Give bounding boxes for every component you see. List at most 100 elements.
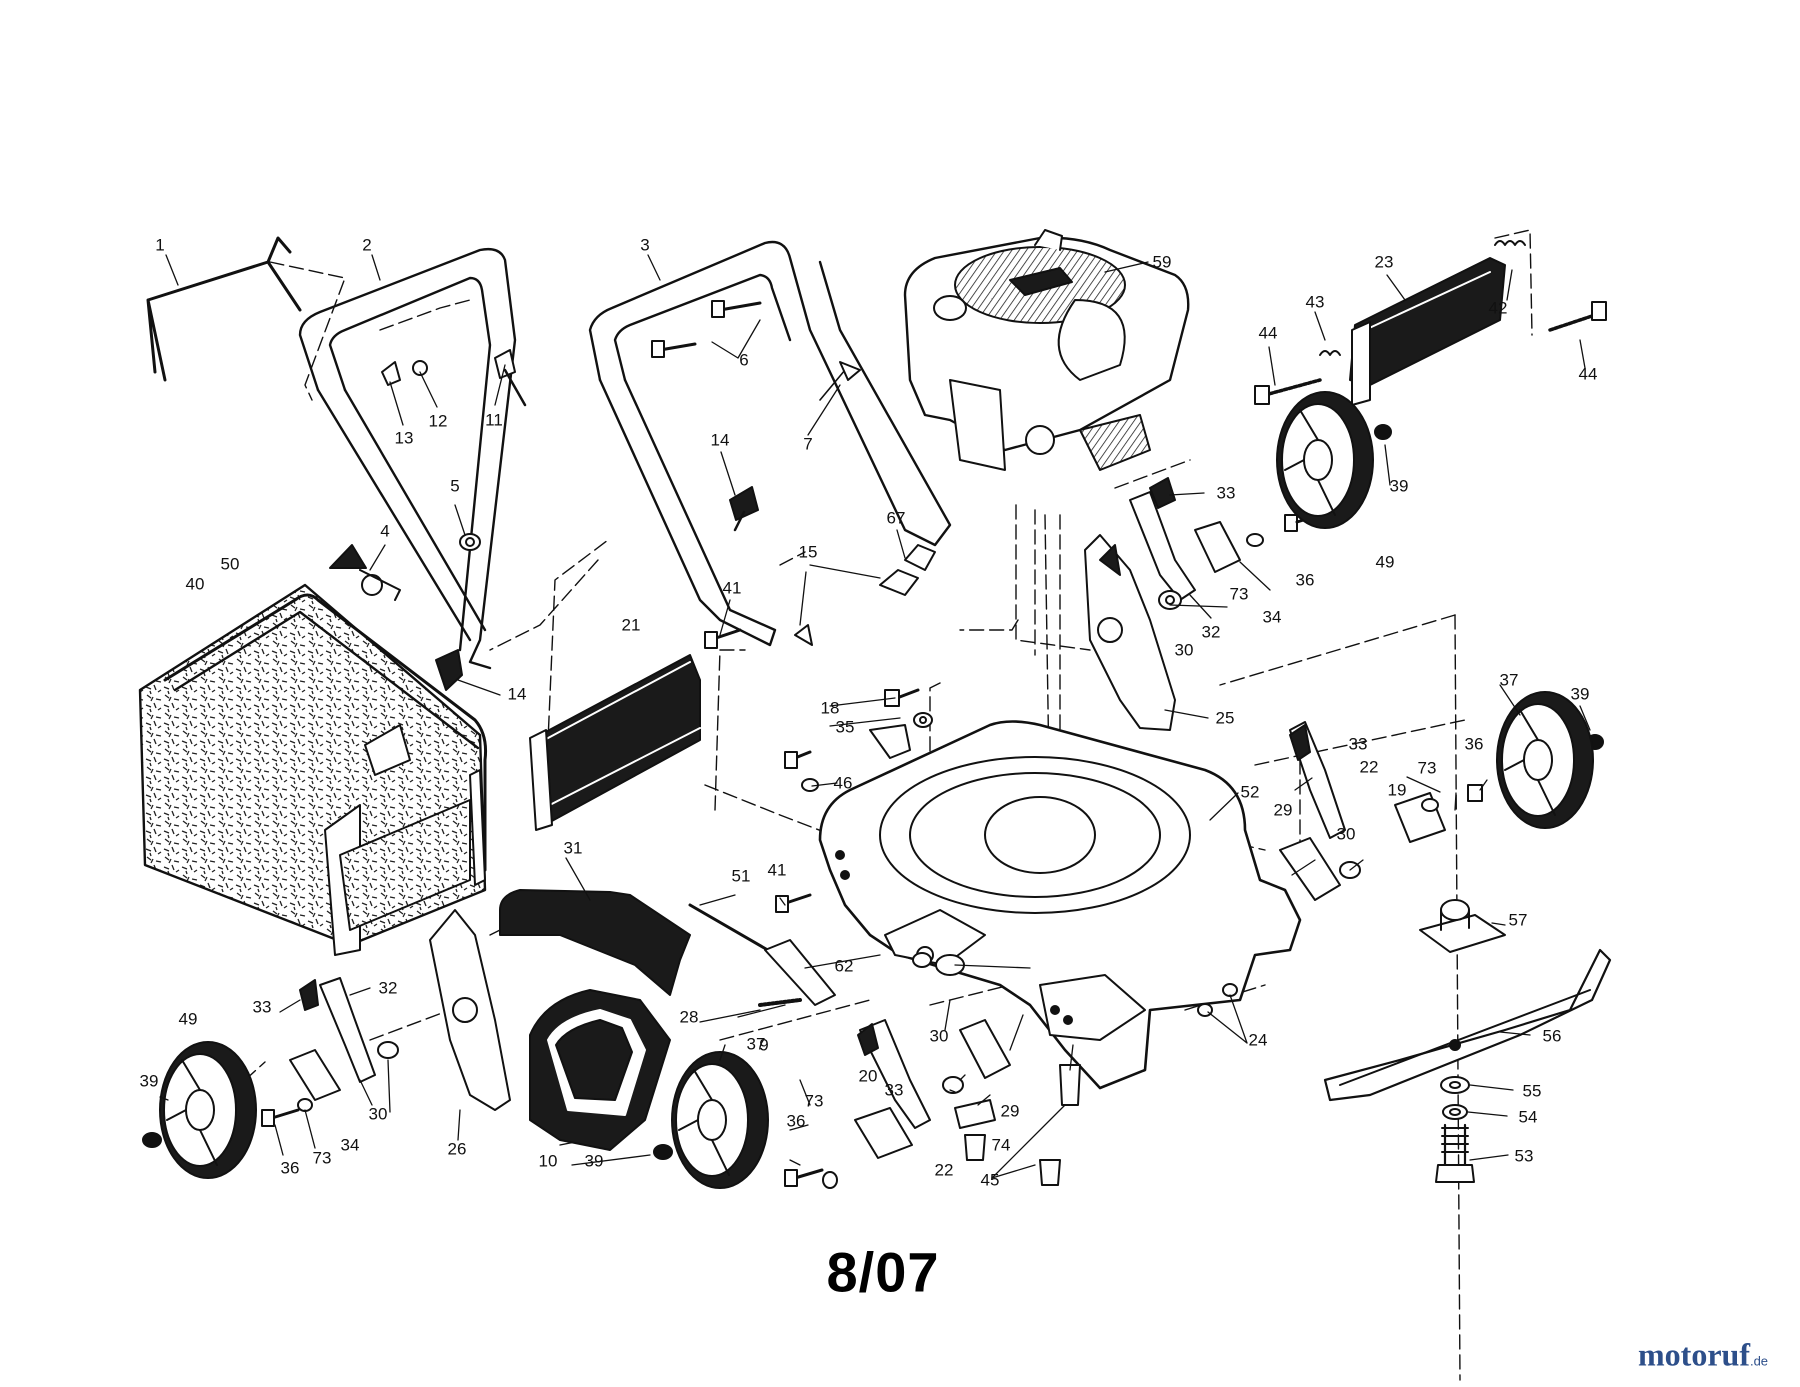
callout-label: 29 [1273,800,1293,820]
callout-label: 50 [220,554,240,574]
callout-label: 36 [280,1158,300,1178]
callout-label: 34 [1262,607,1282,627]
rear-flap [1349,257,1506,406]
leader-lines [159,254,1591,1179]
callout-label: 22 [1359,757,1379,777]
upper-handle-left [298,247,517,670]
callout-label: 41 [722,578,742,598]
callout-label: 33 [1348,734,1368,754]
callout-label: 73 [1229,584,1249,604]
callout-label: 24 [1248,1030,1268,1050]
wheel-rear-left [159,1041,257,1179]
callout-label: 30 [1174,640,1194,660]
callout-label: 36 [1464,734,1484,754]
callout-label: 54 [1518,1107,1538,1127]
callout-label: 62 [834,956,854,976]
callout-label: 43 [1305,292,1325,312]
callout-label: 44 [1578,364,1598,384]
callout-label: 30 [368,1104,388,1124]
callout-label: 73 [312,1148,332,1168]
callout-label: 44 [1258,323,1278,343]
callout-label: 32 [378,978,398,998]
callout-label: 4 [380,521,390,541]
callout-label: 11 [485,410,503,430]
callout-label: 20 [858,1066,878,1086]
callout-label: 6 [739,350,749,370]
wheel-rear-right [1276,391,1374,529]
page-date-code: 8/07 [826,1240,940,1304]
callout-label: 39 [139,1071,159,1091]
discharge-chute [499,889,691,996]
rear-door [529,654,701,831]
callout-label: 23 [1374,252,1394,272]
callout-label: 7 [803,434,813,454]
callout-label: 12 [428,411,448,431]
callout-label: 53 [1514,1146,1534,1166]
callout-label: 39 [584,1151,604,1171]
callout-label: 33 [884,1080,904,1100]
callout-label: 21 [621,615,641,635]
callout-label: 28 [679,1007,699,1027]
callout-label: 14 [507,684,527,704]
mower-deck [818,720,1302,1090]
callout-label: 67 [886,508,906,528]
callout-label: 14 [710,430,730,450]
callout-label: 25 [1215,708,1235,728]
callout-label: 74 [991,1135,1011,1155]
callout-label: 73 [1417,758,1437,778]
callout-label: 52 [1240,782,1260,802]
callout-label: 30 [929,1026,949,1046]
callout-label: 19 [1387,780,1407,800]
callout-label: 49 [1375,552,1395,572]
callout-label: 37 [1499,670,1519,690]
callout-label: 3 [640,235,650,255]
callout-label: 15 [798,542,818,562]
callout-label: 31 [563,838,583,858]
callout-label: 41 [767,860,787,880]
callout-label: 32 [1201,622,1221,642]
grass-catcher [138,583,487,956]
callout-label: 42 [1488,298,1508,318]
callout-label: 39 [1570,684,1590,704]
callout-label: 37 [746,1034,766,1054]
callout-label: 9 [759,1035,769,1055]
logo-suffix: .de [1749,1353,1769,1369]
callout-label: 22 [934,1160,954,1180]
callout-label: 49 [178,1009,198,1029]
blade [1323,948,1612,1102]
mulch-plug [529,989,671,1151]
callout-label: 2 [362,235,372,255]
callout-label: 39 [1389,476,1409,496]
callout-label: 34 [340,1135,360,1155]
callout-label: 46 [833,773,853,793]
engine [903,229,1190,471]
bail-rod [146,236,302,382]
callout-label: 45 [980,1170,1000,1190]
wheel-front-right [1496,691,1594,829]
callout-label: 26 [447,1139,467,1159]
callout-label: 57 [1508,910,1528,930]
callout-label: 36 [1295,570,1315,590]
logo-text: motoruf [1638,1336,1750,1373]
callout-label: 18 [820,698,840,718]
callout-label: 40 [185,574,205,594]
callout-label: 51 [731,866,751,886]
callout-label: 35 [835,717,855,737]
callout-label: 30 [1336,824,1356,844]
callout-label: 29 [1000,1101,1020,1121]
upper-handle-right [588,240,952,547]
callout-label: 73 [804,1091,824,1111]
callout-label: 5 [450,476,460,496]
callout-label: 36 [786,1111,806,1131]
motoruf-logo: motoruf.de [1638,1337,1768,1374]
callout-label: 33 [1216,483,1236,503]
callout-label: 13 [394,428,414,448]
callout-label: 56 [1542,1026,1562,1046]
callout-label: 1 [155,235,165,255]
wheel-front-left [671,1051,769,1189]
bearing-bracket [1419,914,1506,953]
callout-label: 55 [1522,1081,1542,1101]
callout-label: 33 [252,997,272,1017]
